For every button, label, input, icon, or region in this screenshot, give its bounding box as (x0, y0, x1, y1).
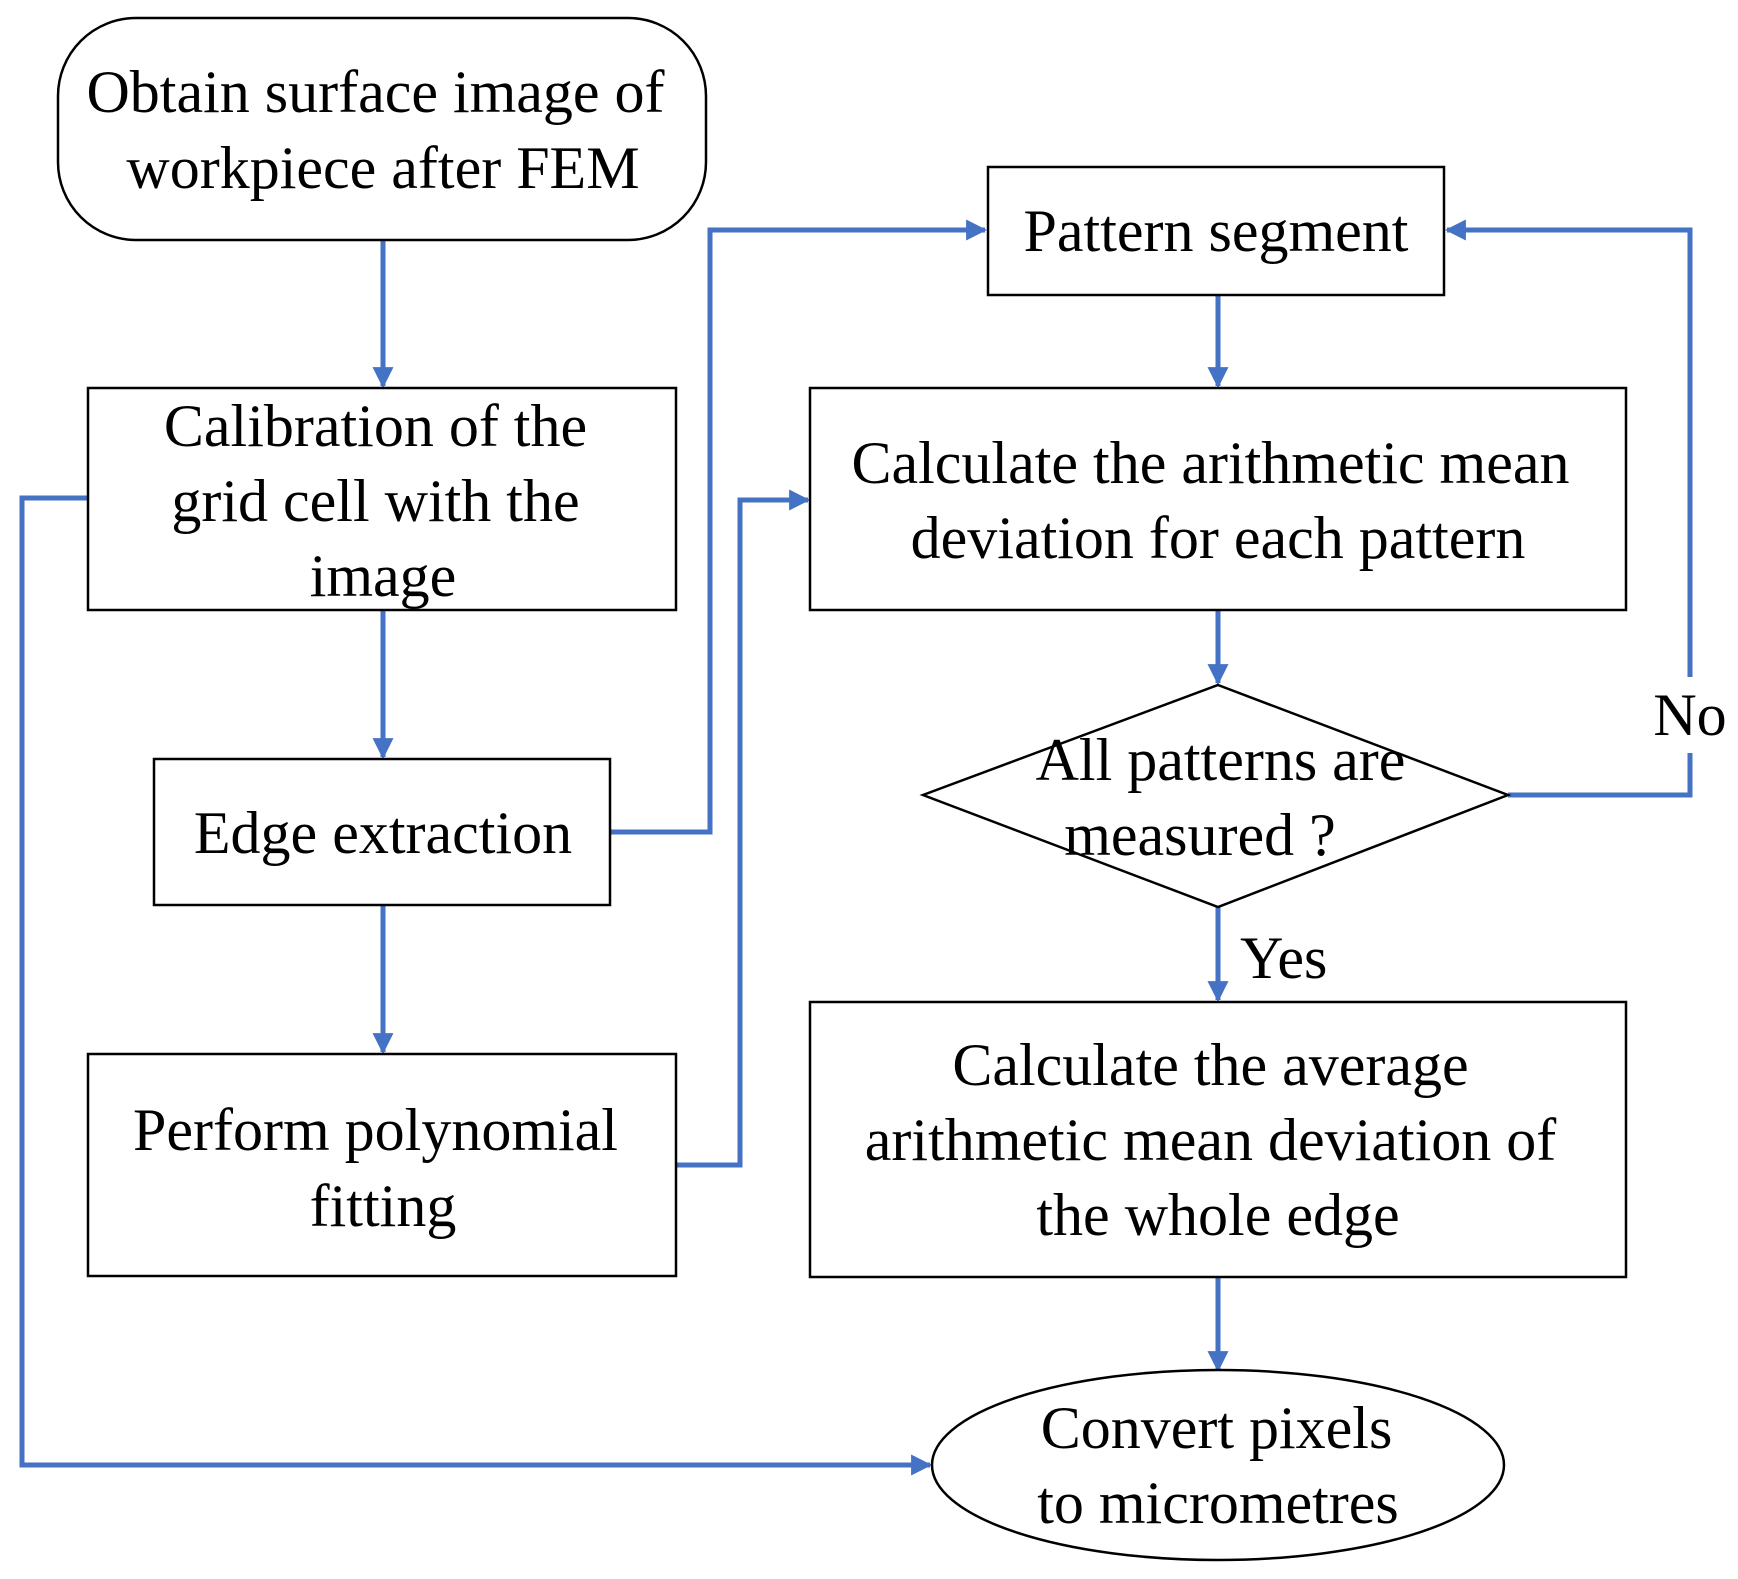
convert-pixels-label: Convert pixels to micrometres (1037, 1395, 1407, 1536)
convert-pixels-shape (930, 1368, 1506, 1562)
pattern-segment-shape (986, 165, 1446, 297)
node-obtain-image: Obtain surface image of workpiece after … (56, 16, 708, 242)
arithmetic-mean-label: Calculate the arithmetic mean deviation … (851, 430, 1584, 571)
node-all-measured-decision: All patterns are measured ? (919, 683, 1512, 909)
label-no: No (1653, 682, 1726, 748)
obtain-image-label: Obtain surface image of workpiece after … (86, 59, 679, 201)
decision-diamond (919, 683, 1512, 909)
arrow-calibration-to-convert (19, 495, 933, 1476)
polynomial-fitting-shape (86, 1052, 678, 1278)
node-pattern-segment: Pattern segment (986, 165, 1446, 297)
obtain-image-shape (56, 16, 708, 242)
node-convert-pixels: Convert pixels to micrometres (930, 1368, 1506, 1562)
arithmetic-mean-shape (808, 386, 1628, 612)
average-deviation-shape (808, 1000, 1628, 1279)
average-deviation-label: Calculate the average arithmetic mean de… (865, 1032, 1571, 1248)
label-yes: Yes (1240, 925, 1327, 991)
node-calibration: Calibration of the grid cell with the im… (86, 386, 678, 612)
connectors (19, 219, 1693, 1476)
edge-extraction-shape (152, 757, 612, 907)
node-arithmetic-mean: Calculate the arithmetic mean deviation … (808, 386, 1628, 612)
node-edge-extraction: Edge extraction (152, 757, 612, 907)
calibration-shape (86, 386, 678, 612)
arrow-decision-no-loop (1447, 230, 1693, 798)
arrow-edge-to-pattern-segment (610, 219, 988, 835)
polynomial-fitting-label: Perform polynomial fitting (133, 1097, 633, 1239)
decision-label: All patterns are measured ? (1036, 727, 1421, 868)
edge-extraction-label: Edge extraction (194, 800, 572, 866)
arrow-fitting-to-arithmetic-mean (677, 489, 811, 1168)
pattern-segment-label: Pattern segment (1024, 198, 1409, 264)
node-polynomial-fitting: Perform polynomial fitting (86, 1052, 678, 1278)
calibration-label: Calibration of the grid cell with the im… (164, 393, 602, 609)
node-average-deviation: Calculate the average arithmetic mean de… (808, 1000, 1628, 1279)
